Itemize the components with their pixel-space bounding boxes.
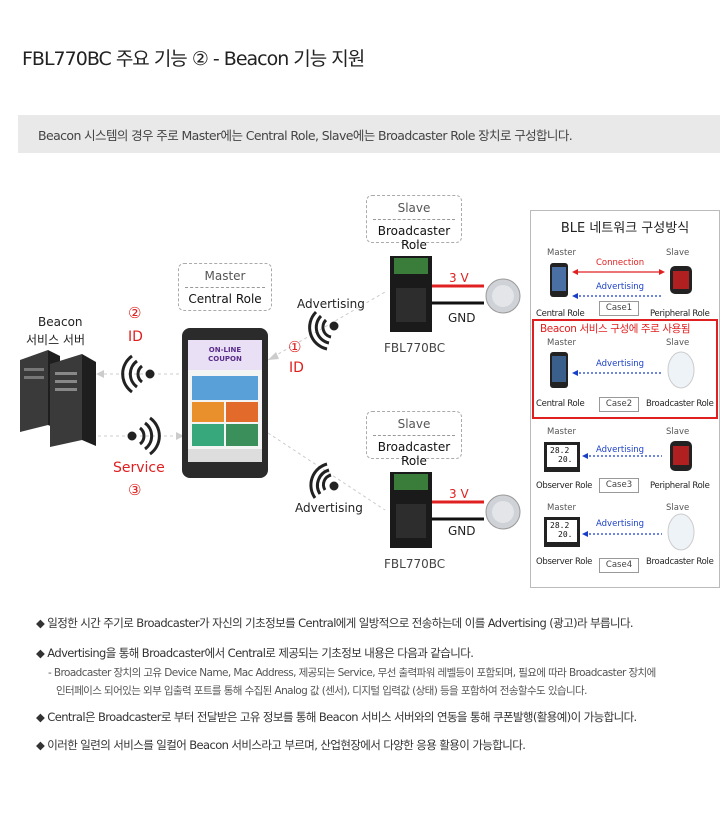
bullet-2-detail-2: 인터페이스 되어있는 외부 입출력 포트를 통해 수집된 Analog 값 (센… bbox=[56, 685, 587, 697]
slave-role-box-top: Slave Broadcaster Role bbox=[366, 195, 462, 252]
wave-advertising-top-icon bbox=[308, 310, 339, 351]
bullet-1: ◆ 일정한 시간 주기로 Broadcaster가 자신의 기초정보를 Cent… bbox=[36, 616, 634, 630]
case4-thermo-value1: 28.2 bbox=[550, 521, 570, 530]
ble-panel-title: BLE 네트워크 구성방식 bbox=[560, 221, 690, 236]
case4-thermo-text: 28.2 20. bbox=[550, 521, 572, 539]
case3-thermo-text: 28.2 20. bbox=[550, 446, 572, 464]
case2-left-role: Central Role bbox=[536, 399, 585, 409]
step1-label: ID bbox=[289, 360, 304, 376]
voltage-label-bottom: 3 V bbox=[449, 487, 469, 501]
case3-left-role: Observer Role bbox=[536, 481, 593, 491]
wave-advertising-bottom-icon bbox=[309, 462, 339, 499]
case3-thermo-icon bbox=[544, 442, 580, 472]
bullet-3: ◆ Central은 Broadcaster로 부터 전달받은 고유 정보를 통… bbox=[36, 710, 637, 724]
case4-right-role: Broadcaster Role bbox=[646, 557, 714, 567]
link-top-arrowhead bbox=[268, 352, 279, 360]
case3-advertising-label: Advertising bbox=[596, 445, 645, 455]
module-label-bottom: FBL770BC bbox=[384, 557, 446, 571]
advertising-label-top: Advertising bbox=[297, 297, 365, 311]
step2-label: ID bbox=[128, 329, 143, 345]
case1-slave: Slave bbox=[666, 248, 690, 258]
phone-screen-title: ON-LINE COUPON bbox=[188, 346, 262, 364]
step3-number: ③ bbox=[128, 481, 142, 499]
case2-master: Master bbox=[547, 338, 577, 348]
server-label-2: 서비스 서버 bbox=[26, 333, 86, 347]
case1-phone-icon bbox=[550, 263, 568, 297]
bullet-4: ◆ 이러한 일련의 서비스를 일컬어 Beacon 서비스라고 부르며, 산업현… bbox=[36, 738, 526, 752]
slave-box-bottom-top: Slave bbox=[397, 417, 431, 431]
bullet-2: ◆ Advertising을 통해 Broadcaster에서 Central로… bbox=[36, 646, 474, 660]
case4-master: Master bbox=[547, 503, 577, 513]
ble-cases-graphics bbox=[544, 263, 695, 551]
case4-beacon-icon bbox=[667, 513, 695, 551]
fbl770bc-module-bottom bbox=[390, 472, 521, 548]
highlight-label: Beacon 서비스 구성에 주로 사용됨 bbox=[540, 323, 691, 335]
slave-box-top-top: Slave bbox=[397, 201, 431, 215]
phone-screen-title-line1: ON-LINE bbox=[208, 346, 242, 354]
summary-text: Beacon 시스템의 경우 주로 Master에는 Central Role,… bbox=[38, 128, 573, 143]
case1-connection-label: Connection bbox=[596, 258, 645, 268]
case2-right-role: Broadcaster Role bbox=[646, 399, 714, 409]
slave-box-top-bottom: Broadcaster Role bbox=[377, 224, 451, 252]
step3-label: Service bbox=[113, 460, 165, 476]
case1-tag: Case1 bbox=[599, 301, 639, 316]
advertising-label-bottom: Advertising bbox=[295, 501, 363, 515]
step1-number: ① bbox=[288, 338, 302, 356]
case1-watch-icon bbox=[670, 266, 692, 294]
case1-advertising-label: Advertising bbox=[596, 282, 645, 292]
case3-thermo-value2: 20. bbox=[558, 455, 573, 464]
page-title: FBL770BC 주요 기능 ② - Beacon 기능 지원 bbox=[22, 48, 365, 70]
gnd-label-bottom: GND bbox=[448, 524, 476, 538]
gnd-label-top: GND bbox=[448, 311, 476, 325]
case4-thermo-value2: 20. bbox=[558, 530, 573, 539]
case4-left-role: Observer Role bbox=[536, 557, 593, 567]
server-icon bbox=[20, 350, 96, 447]
case4-tag: Case4 bbox=[599, 558, 639, 573]
voltage-label-top: 3 V bbox=[449, 271, 469, 285]
master-role-box: Master Central Role bbox=[178, 263, 272, 311]
case2-tag: Case2 bbox=[599, 397, 639, 412]
step2-number: ② bbox=[128, 304, 142, 322]
master-box-top: Master bbox=[204, 269, 246, 283]
link-bottom-line bbox=[267, 432, 386, 511]
summary-bar bbox=[18, 115, 720, 153]
case1-master: Master bbox=[547, 248, 577, 258]
case3-watch-icon bbox=[670, 441, 692, 471]
module-label-top: FBL770BC bbox=[384, 341, 446, 355]
bullet-2-detail-1: - Broadcaster 장치의 고유 Device Name, Mac Ad… bbox=[48, 667, 656, 679]
case2-beacon-icon bbox=[667, 351, 695, 389]
wave-service-icon bbox=[127, 416, 161, 456]
case4-slave: Slave bbox=[666, 503, 690, 513]
case3-right-role: Peripheral Role bbox=[650, 481, 710, 491]
id-arrowhead bbox=[96, 370, 104, 378]
slave-box-bottom-bottom: Broadcaster Role bbox=[377, 440, 451, 468]
link-top-line bbox=[267, 291, 386, 361]
smartphone-icon bbox=[182, 328, 268, 478]
case2-slave: Slave bbox=[666, 338, 690, 348]
case3-thermo-value1: 28.2 bbox=[550, 446, 570, 455]
case4-thermo-icon bbox=[544, 517, 580, 547]
case3-tag: Case3 bbox=[599, 478, 639, 493]
master-box-bottom: Central Role bbox=[188, 292, 262, 306]
case2-advertising-label: Advertising bbox=[596, 359, 645, 369]
wave-id-icon bbox=[121, 354, 155, 394]
slave-role-box-bottom: Slave Broadcaster Role bbox=[366, 411, 462, 468]
server-label-1: Beacon bbox=[38, 315, 83, 329]
case3-slave: Slave bbox=[666, 427, 690, 437]
phone-screen-title-line2: COUPON bbox=[208, 355, 242, 363]
case2-phone-icon bbox=[550, 352, 568, 388]
case1-right-role: Peripheral Role bbox=[650, 309, 710, 319]
service-arrowhead bbox=[176, 432, 184, 440]
case4-advertising-label: Advertising bbox=[596, 519, 645, 529]
case3-master: Master bbox=[547, 427, 577, 437]
highlight-frame bbox=[532, 319, 718, 419]
fbl770bc-module-top bbox=[390, 256, 521, 332]
case1-left-role: Central Role bbox=[536, 309, 585, 319]
